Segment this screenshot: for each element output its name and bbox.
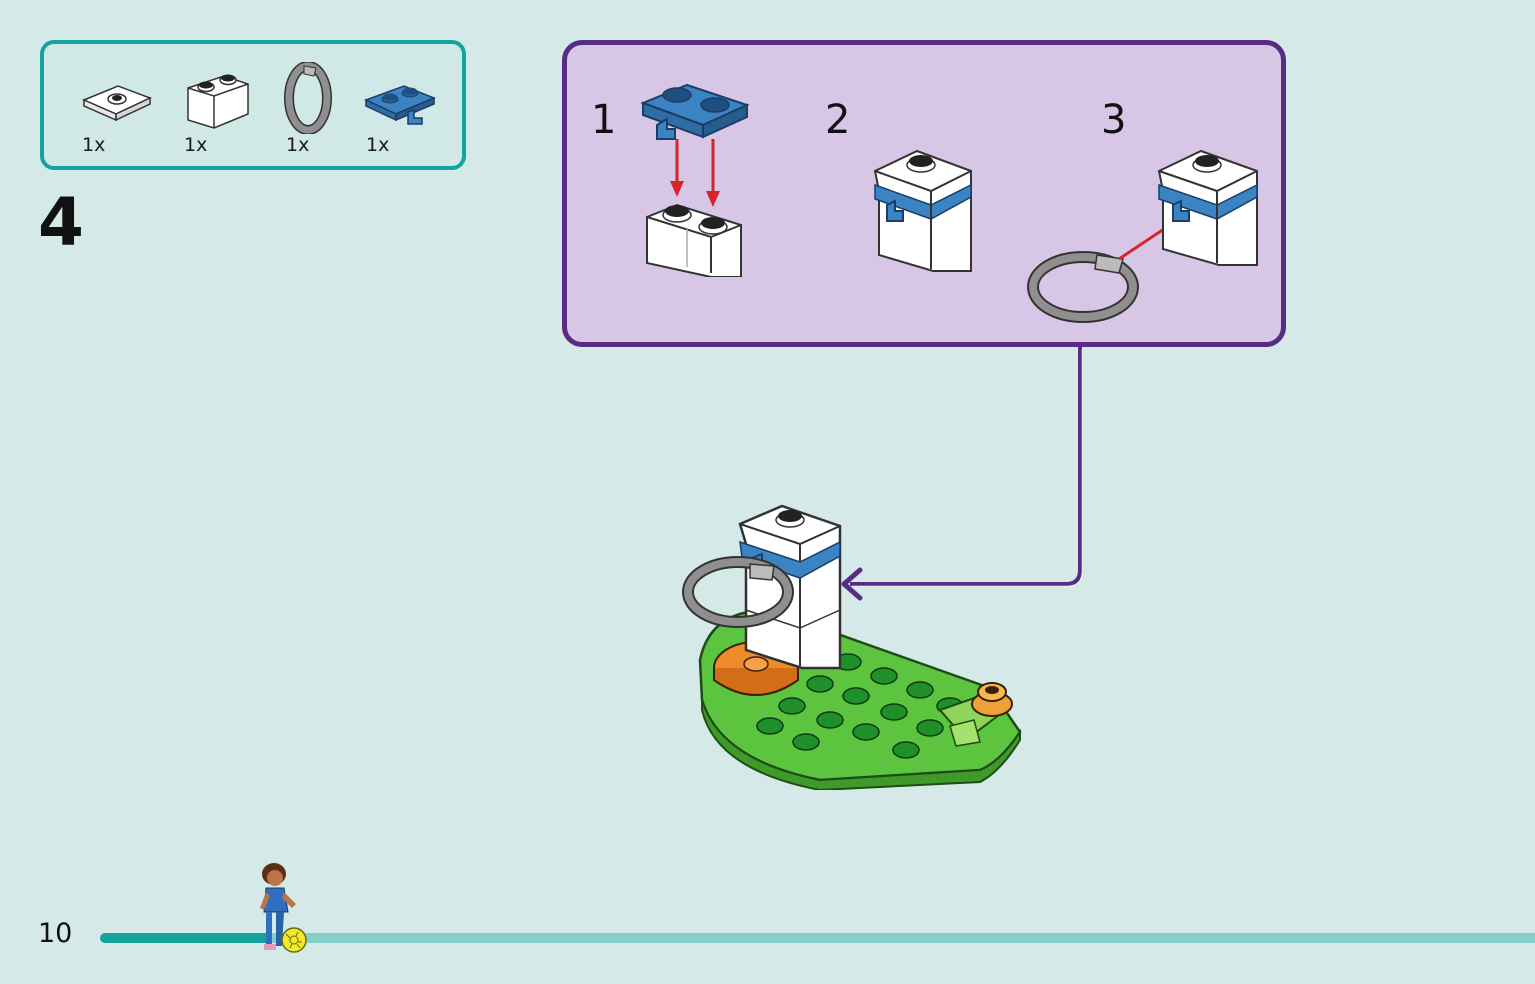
part-qty: 1x	[366, 134, 390, 156]
substep-label-3: 3	[1101, 97, 1127, 143]
part-qty: 1x	[286, 134, 310, 156]
part-white-brick: 1x	[184, 62, 254, 156]
progress-bar	[100, 933, 1535, 943]
progress-bar-fill	[100, 933, 273, 943]
part-qty: 1x	[82, 134, 106, 156]
substep-label-1: 1	[591, 97, 617, 143]
substep-label-2: 2	[825, 97, 851, 143]
substep-3-illustration	[1027, 149, 1258, 323]
minifigure-soccer-player-icon	[260, 863, 307, 953]
main-model-illustration	[682, 504, 1022, 790]
flat-plate-white-icon	[82, 85, 152, 122]
blue-plate-clip-icon	[364, 85, 436, 125]
part-blue-plate-clip: 1x	[364, 62, 436, 156]
sub-assembly-callout: 1 2 3	[562, 40, 1286, 347]
parts-list: 1x 1x 1x 1x	[40, 40, 466, 170]
substep-2-illustration	[873, 149, 972, 272]
part-qty: 1x	[184, 134, 208, 156]
page-number: 10	[38, 918, 73, 949]
part-flat-plate: 1x	[82, 62, 152, 156]
part-grey-ring: 1x	[280, 62, 336, 156]
base-studs	[756, 653, 964, 759]
grey-ring-icon	[284, 62, 332, 134]
step-number: 4	[38, 184, 84, 261]
substep-1-illustration	[640, 83, 750, 277]
white-brick-1x2-icon	[187, 74, 249, 129]
